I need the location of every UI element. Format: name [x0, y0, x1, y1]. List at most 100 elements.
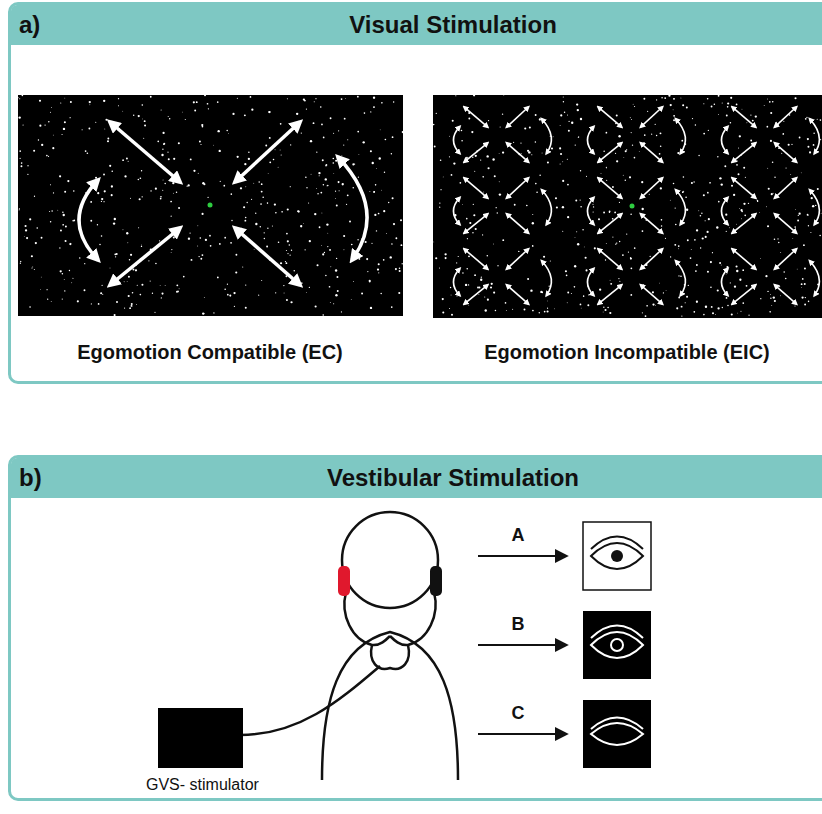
star-dot: [51, 107, 53, 109]
star-dot: [665, 290, 667, 292]
star-dot: [373, 191, 375, 193]
star-dot: [727, 102, 729, 104]
star-dot: [771, 193, 773, 195]
star-dot: [528, 151, 530, 153]
star-dot: [277, 166, 279, 168]
star-dot: [50, 300, 52, 302]
star-dot: [659, 153, 661, 155]
star-dot: [708, 218, 710, 220]
star-dot: [126, 158, 128, 160]
star-dot: [536, 191, 538, 193]
star-dot: [131, 303, 133, 305]
star-dot: [23, 124, 24, 125]
star-dot: [258, 181, 259, 182]
star-dot: [471, 131, 473, 133]
star-dot: [485, 309, 487, 311]
star-dot: [114, 314, 116, 316]
star-dot: [281, 211, 283, 213]
star-dot: [185, 119, 186, 120]
star-dot: [466, 218, 468, 220]
star-dot: [316, 152, 317, 153]
star-dot: [529, 127, 531, 129]
star-dot: [502, 151, 504, 153]
star-dot: [629, 176, 631, 178]
star-dot: [31, 267, 32, 268]
star-dot: [18, 209, 20, 211]
star-dot: [705, 306, 707, 308]
star-dot: [556, 206, 558, 208]
star-dot: [333, 173, 335, 175]
star-dot: [778, 242, 779, 243]
star-dot: [774, 238, 776, 240]
star-dot: [315, 98, 316, 99]
star-dot: [26, 237, 28, 239]
star-dot: [612, 218, 614, 220]
star-dot: [138, 115, 140, 117]
star-dot: [480, 159, 481, 160]
star-dot: [567, 184, 569, 186]
star-dot: [332, 162, 334, 164]
star-dot: [580, 304, 582, 306]
star-dot: [395, 237, 397, 239]
star-dot: [129, 259, 131, 261]
star-dot: [685, 196, 687, 198]
star-dot: [673, 115, 675, 117]
star-dot: [207, 197, 208, 198]
star-dot: [599, 289, 601, 291]
star-dot: [634, 247, 636, 249]
star-dot: [384, 172, 385, 173]
star-dot: [190, 158, 192, 160]
star-dot: [213, 144, 215, 146]
star-dot: [724, 165, 726, 167]
star-dot: [567, 115, 568, 116]
star-dot: [142, 118, 144, 120]
star-dot: [674, 244, 676, 246]
star-dot: [21, 162, 23, 164]
star-dot: [38, 139, 39, 140]
star-dot: [451, 314, 453, 316]
star-dot: [244, 163, 246, 165]
star-dot: [188, 184, 190, 186]
star-dot: [171, 249, 172, 250]
star-dot: [332, 158, 334, 160]
star-dot: [800, 172, 802, 174]
star-dot: [369, 191, 371, 193]
star-dot: [813, 133, 814, 134]
star-dot: [333, 133, 334, 134]
star-dot: [535, 141, 536, 142]
star-dot: [148, 260, 149, 261]
star-dot: [309, 287, 310, 288]
star-dot: [176, 191, 177, 192]
star-dot: [160, 196, 162, 198]
star-dot: [468, 284, 469, 285]
star-dot: [500, 126, 501, 127]
star-dot: [132, 292, 134, 294]
star-dot: [503, 95, 505, 97]
star-dot: [374, 191, 375, 192]
star-dot: [290, 186, 291, 187]
star-dot: [392, 197, 394, 199]
star-dot: [39, 125, 41, 127]
star-dot: [748, 315, 749, 316]
star-dot: [433, 241, 435, 243]
star-dot: [780, 252, 782, 254]
star-dot: [741, 218, 743, 220]
star-dot: [498, 181, 500, 183]
star-dot: [744, 215, 746, 217]
star-dot: [210, 245, 212, 247]
star-dot: [717, 114, 719, 116]
star-dot: [279, 149, 281, 151]
star-dot: [23, 235, 25, 237]
star-dot: [502, 113, 503, 114]
star-dot: [208, 108, 209, 109]
star-dot: [150, 96, 152, 98]
star-dot: [46, 155, 48, 157]
star-dot: [743, 203, 745, 205]
star-dot: [173, 237, 175, 239]
star-dot: [532, 245, 534, 247]
star-dot: [643, 98, 645, 100]
star-dot: [750, 114, 751, 115]
star-dot: [162, 190, 163, 191]
star-dot: [327, 246, 328, 247]
star-dot: [320, 106, 322, 108]
